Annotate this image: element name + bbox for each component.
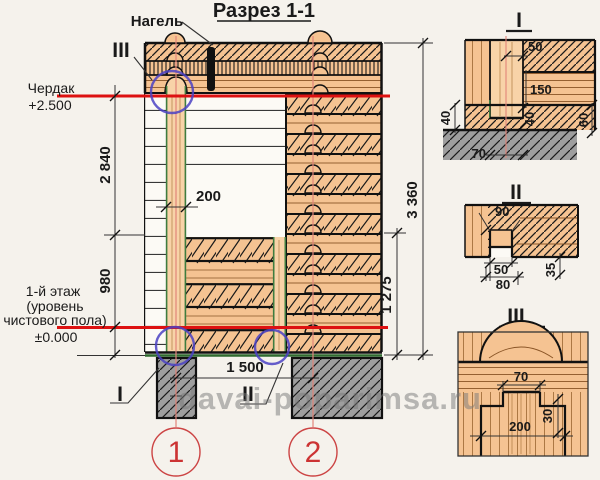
watermark: davai-poparimsa.ru [178,381,482,416]
detail-view-3: III 70 30 200 [457,305,589,457]
detail-3-border [457,331,589,457]
wall-opening [186,165,286,237]
detail-3-log-band [458,362,588,392]
detail-3-dome-grain [488,346,554,359]
dim-980: 980 [97,268,114,293]
marker-i-leader [110,367,160,404]
marker-iii-label: III [112,39,130,62]
axis-bubble-1 [151,427,201,477]
detail-view-1: I [438,9,598,161]
axis-number-2: 2 [305,436,322,469]
marker-ii-label: II [242,383,254,406]
floor-elevation: ±0.000 [35,329,78,345]
detail-1-dim-50: 50 [528,39,542,54]
detail-2-dim-50: 50 [494,262,508,277]
leader-lines [110,21,284,405]
marker-ii-leader [240,362,284,405]
detail-1-dim-70: 70 [472,146,486,161]
nagel-dowel-bar [207,47,215,91]
floor-label-2: (уровень [26,298,83,314]
drawing-title: Разрез 1-1 [213,0,315,22]
detail-1-dim-60: 60 [576,113,591,127]
detail-3-dim-200: 200 [509,419,531,434]
detail-1-plate [465,105,595,130]
marker-i-label: I [117,383,123,406]
detail-1-dim-150: 150 [530,82,552,97]
detail-3-dim-30: 30 [540,409,555,423]
foundation-pier-2 [290,356,384,420]
log-wall [286,93,382,352]
axis-number-1: 1 [168,436,185,469]
detail-1-outlines [464,38,597,130]
floor-label-3: чистового пола) [3,312,106,328]
attic-elevation: +2.500 [28,97,71,113]
detail-1-dim-40-left: 40 [438,111,453,125]
dim-3360: 3 360 [404,181,421,219]
nagel-leader [181,21,214,46]
dowel-caps [164,30,333,334]
detail-3-post-outline [479,392,567,456]
detail-view-2: II 90 [464,181,579,292]
nagel-label: Нагель [131,13,184,30]
callout-circle-III [149,69,195,115]
detail-2-notch-gap [491,247,512,257]
detail-1-dim-lines [454,55,593,156]
detail-2-dim-80: 80 [496,277,510,292]
dimension-lines [77,38,433,379]
detail-2-title: II [510,181,522,204]
detail-2-dim-35: 35 [543,263,558,277]
detail-1-title: I [516,9,522,32]
marker-iii-leader [133,56,153,81]
detail-2-notch-wood [491,230,512,247]
plank-wall-left-strip [145,165,166,352]
callout-circle-I [154,325,196,367]
floor-label-1: 1-й этаж [26,283,81,299]
dim-1275: 1 275 [378,276,395,314]
middle-post [272,237,287,352]
detail-1-wall-strip [465,40,490,105]
detail-1-log-top [523,40,595,72]
dim-2840: 2 840 [97,146,114,184]
detail-1-dim-40-mid: 40 [522,112,537,126]
detail-2-outlines [464,203,579,259]
detail-2-dim-90: 90 [495,204,509,219]
floor-logs [186,237,273,352]
dim-200: 200 [196,188,221,205]
attic-label: Чердак [28,80,76,96]
detail-2-grain [516,217,578,245]
detail-callout-circles [149,69,291,367]
detail-3-post-grain [511,394,531,454]
callout-circle-II [253,328,291,366]
detail-3-dim-70: 70 [514,369,528,384]
detail-1-log-mid [523,72,595,105]
main-section-view: Разрез 1-1 Нагель III Чердак +2.500 1-й … [3,0,433,477]
axis-bubble-2 [288,427,338,477]
dim-1500: 1 500 [226,359,264,376]
